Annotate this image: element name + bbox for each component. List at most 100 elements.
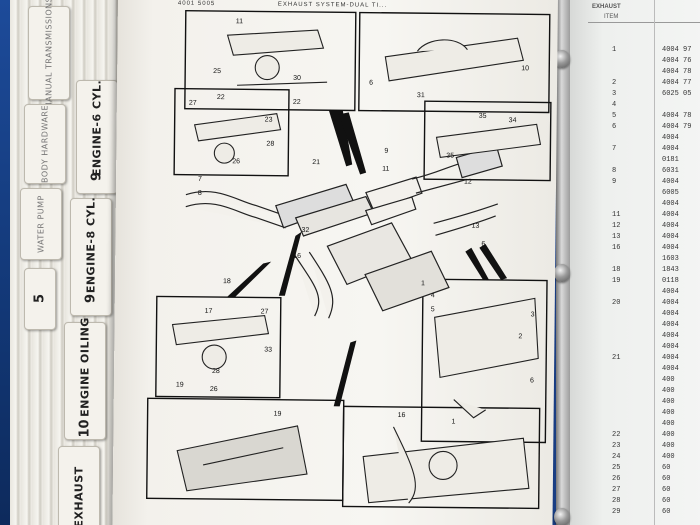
parts-list-item-number: 16 (612, 244, 621, 252)
parts-list-part-number: 6025 05 (662, 90, 692, 98)
parts-list-item-number: 25 (612, 464, 621, 472)
callout-6b: 6 (481, 241, 485, 248)
parts-list-rule (588, 22, 700, 23)
parts-list-part-number: 400 (662, 420, 675, 428)
callout-28: 28 (266, 141, 274, 148)
callout-2: 2 (518, 333, 522, 340)
parts-list-item-number: 3 (612, 90, 617, 98)
callout-13: 13 (472, 223, 480, 230)
parts-list-part-number: 4004 97 (662, 46, 692, 54)
parts-list-part-number: 60 (662, 486, 671, 494)
divider-tab-engine-8-cyl[interactable]: ENGINE-8 CYL. 9 (70, 197, 112, 316)
binder-ring (554, 264, 570, 282)
parts-list-item-number: 2 (612, 79, 617, 87)
parts-list-item-number: 4 (612, 101, 617, 109)
parts-list-part-number: 4004 76 (662, 57, 692, 65)
parts-list-header: EXHAUST (592, 4, 621, 10)
divider-tab-engine-8-cyl-number: 9 (83, 293, 99, 304)
callout-3: 3 (531, 311, 535, 318)
parts-list-part-number: 4004 (662, 178, 679, 186)
parts-list-part-number: 400 (662, 442, 675, 450)
callout-1: 1 (451, 419, 455, 426)
callout-4: 4 (431, 292, 435, 299)
parts-list-item-number: 7 (612, 145, 617, 153)
diagram-pointer-wedges (226, 110, 508, 407)
parts-list-part-number: 4004 (662, 145, 679, 153)
callout-1b: 1 (421, 280, 425, 287)
parts-list-column-divider (654, 0, 655, 525)
binder-ring (554, 508, 570, 525)
callout-21: 21 (312, 159, 320, 166)
parts-list-part-number: 4004 (662, 288, 679, 296)
parts-list-part-number: 1843 (662, 266, 679, 274)
divider-tab-engine-8-cyl-label: ENGINE-8 CYL. (84, 197, 98, 294)
callout-24: 23 (265, 117, 273, 124)
divider-tab-faded-label: MANUAL TRANSMISSIONS (44, 0, 54, 110)
parts-list-item-number: 18 (612, 266, 621, 274)
callout-33b: 35 (446, 152, 454, 159)
parts-list-item-number: 20 (612, 299, 621, 307)
callout-31: 33 (264, 347, 272, 354)
callout-18: 18 (223, 278, 231, 285)
parts-list-part-number: 4004 (662, 365, 679, 373)
parts-list-part-number: 4004 (662, 222, 679, 230)
parts-list-item-number: 28 (612, 497, 621, 505)
parts-list-part-number: 4004 (662, 233, 679, 241)
callout-7: 7 (198, 176, 202, 183)
divider-tab-five[interactable]: 5 (24, 268, 56, 330)
divider-tab-faded[interactable]: BODY HARDWARE (24, 104, 66, 184)
inset-sketches (171, 29, 542, 504)
callout-11b: 11 (382, 166, 389, 173)
parts-list-part-number: 4004 (662, 244, 679, 252)
divider-tab-exhaust[interactable]: EXHAUST (58, 446, 100, 525)
callout-30: 31 (417, 92, 425, 99)
parts-list-part-number: 4004 79 (662, 123, 692, 131)
manual-page: 4001 5005 EXHAUST SYSTEM-DUAL TI... (112, 0, 558, 525)
parts-list-part-number: 4004 (662, 211, 679, 219)
parts-list-part-number: 0118 (662, 277, 679, 285)
parts-list-part-number: 4004 78 (662, 112, 692, 120)
parts-list-item-number: 19 (612, 277, 621, 285)
divider-tab-stack: MANUAL TRANSMISSIONS BODY HARDWARE WATER… (10, 0, 120, 525)
parts-list-part-number: 400 (662, 376, 675, 384)
parts-list-item-number: 24 (612, 453, 621, 461)
callout-27b: 26 (232, 158, 240, 165)
parts-list-item-number: 12 (612, 222, 621, 230)
parts-list-part-number: 6005 (662, 189, 679, 197)
exhaust-diagram: 11 25 30 22 6 31 10 27 22 23 28 26 35 34… (146, 10, 552, 510)
divider-tab-engine-6-cyl-number: 9 (89, 171, 105, 182)
parts-list-item-number: 5 (612, 112, 617, 120)
parts-list-item-number: 1 (612, 46, 617, 54)
parts-list-part-number: 4004 78 (662, 68, 692, 76)
parts-list-part-number: 400 (662, 453, 675, 461)
parts-list-part-number: 4004 (662, 200, 679, 208)
parts-list-part-number: 400 (662, 409, 675, 417)
parts-list-part-number: 4004 77 (662, 79, 692, 87)
divider-tab-faded-label: BODY HARDWARE (40, 104, 50, 184)
parts-list-part-number: 6031 (662, 167, 679, 175)
parts-list-part-number: 400 (662, 387, 675, 395)
callout-12: 12 (464, 179, 472, 186)
divider-tab-faded-label: WATER PUMP (36, 195, 46, 253)
divider-tab-engine-6-cyl-label: ENGINE-6 CYL. (90, 79, 104, 177)
callout-19: 19 (176, 382, 184, 389)
callout-26b: 27 (261, 309, 269, 316)
callout-6: 6 (369, 80, 373, 87)
divider-tab-engine-oiling[interactable]: ENGINE OILING 10 (64, 317, 106, 440)
parts-list-part-number: 400 (662, 431, 675, 439)
callout-23b: 22 (217, 94, 225, 101)
parts-list-part-number: 4004 (662, 354, 679, 362)
divider-tab-faded[interactable]: WATER PUMP (20, 188, 62, 260)
parts-list-item-number: 9 (612, 178, 617, 186)
callout-19b: 19 (274, 411, 282, 418)
parts-list-part-number: 60 (662, 464, 671, 472)
divider-tab-engine-6-cyl[interactable]: ENGINE-6 CYL. 9 (76, 80, 118, 194)
parts-list-part-number: 60 (662, 508, 671, 516)
divider-tab-engine-oiling-label: ENGINE OILING (78, 317, 92, 417)
callout-32: 34 (509, 117, 517, 124)
binder-spine (556, 0, 570, 525)
callout-10: 10 (521, 65, 529, 72)
divider-tab-faded[interactable]: MANUAL TRANSMISSIONS (28, 0, 70, 109)
callout-27: 30 (293, 75, 301, 82)
